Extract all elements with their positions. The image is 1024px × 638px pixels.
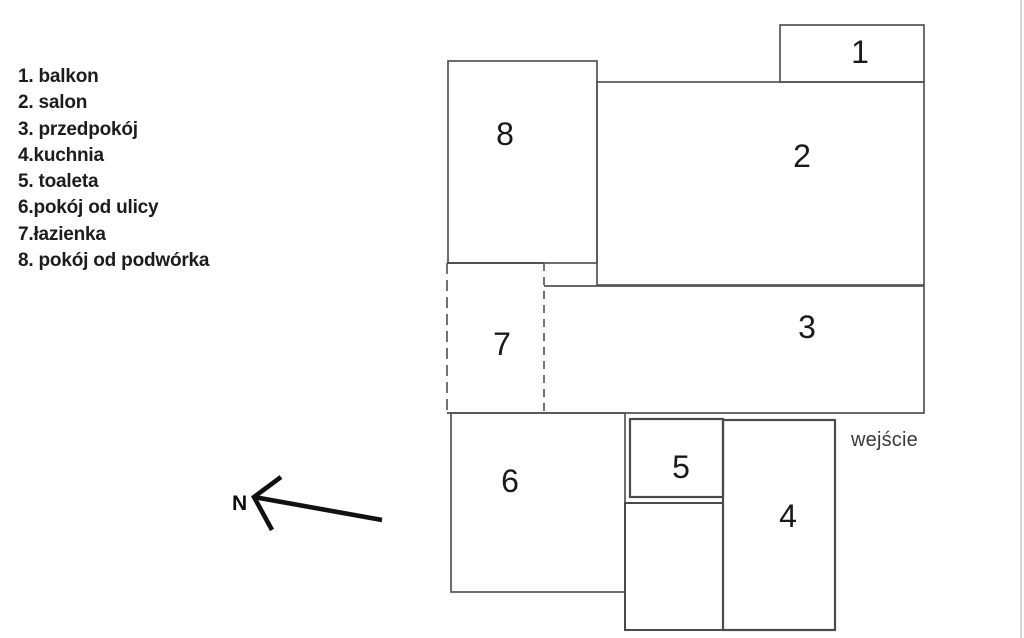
entrance-label: wejście [851, 429, 918, 451]
legend-item-6: 6.pokój od ulicy [18, 197, 159, 219]
legend-item-7: 7.łazienka [18, 223, 106, 245]
room-number-przedpokoj: 3 [798, 309, 816, 345]
room-number-pokoj-od-podworka: 8 [496, 116, 514, 152]
legend-item-5: 5. toaleta [18, 171, 99, 193]
room-przedpokoj-outline [544, 285, 925, 414]
room-kuchnia-outline [721, 418, 837, 632]
legend-item-8: 8. pokój od podwórka [18, 250, 210, 272]
room-number-balkon: 1 [851, 34, 869, 70]
room-number-toaleta: 5 [672, 449, 690, 485]
north-arrow-icon [251, 475, 383, 532]
room-number-salon: 2 [793, 138, 811, 174]
room-pokoj-od-podworka-outline [447, 60, 598, 264]
legend-item-1: 1. balkon [18, 66, 99, 87]
legend-item-2: 2. salon [18, 92, 88, 114]
room-number-lazienka: 7 [493, 326, 511, 362]
room-pokoj-od-ulicy-outline [450, 412, 626, 593]
room-legend: 1. balkon 2. salon 3. przedpokój 4.kuchn… [18, 64, 209, 274]
legend-item-3: 3. przedpokój [18, 118, 138, 140]
legend-item-4: 4.kuchnia [18, 144, 104, 166]
utility-compartment-outline [624, 502, 724, 631]
room-number-pokoj-od-ulicy: 6 [501, 463, 519, 499]
north-label: N [232, 492, 248, 515]
room-salon-outline [596, 81, 925, 286]
room-number-kuchnia: 4 [779, 498, 797, 534]
